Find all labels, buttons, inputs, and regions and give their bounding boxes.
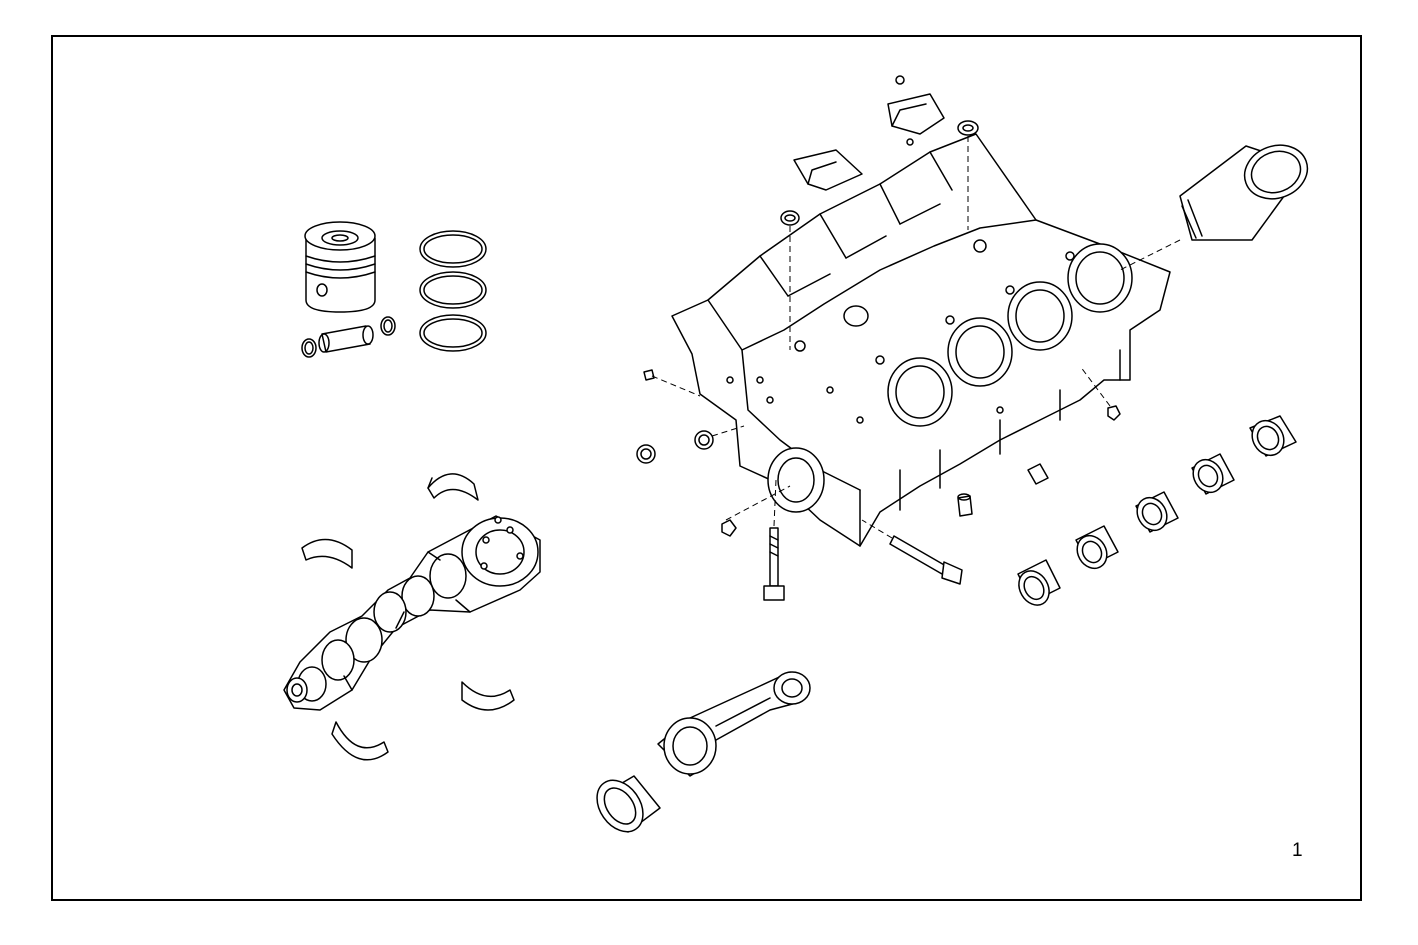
mount-bracket-right xyxy=(887,75,945,146)
crankshaft-group xyxy=(283,473,541,761)
bearing-shell-right xyxy=(461,681,515,711)
cam-bush-4 xyxy=(1191,453,1235,495)
assembly-lines xyxy=(651,136,1181,539)
cam-bush-1 xyxy=(1017,559,1061,606)
bolt-diagonal xyxy=(889,535,963,585)
piston-group xyxy=(301,221,487,358)
piston-pin xyxy=(318,325,374,353)
nut-left xyxy=(721,519,737,537)
figure-number: 1 xyxy=(1292,840,1303,861)
dowel-sleeve xyxy=(957,493,973,517)
cam-bush-3 xyxy=(1135,491,1179,533)
piston xyxy=(304,221,376,313)
bearing-shell-left xyxy=(301,538,353,569)
cylinder-liner xyxy=(1179,144,1309,241)
mount-bracket-left xyxy=(793,149,863,191)
dowel-pin xyxy=(1027,463,1049,485)
bolt-vertical xyxy=(763,527,785,601)
seal-plug-mid xyxy=(780,210,800,226)
nut-right xyxy=(1107,405,1121,421)
cam-bush-2 xyxy=(1075,525,1119,570)
crankshaft xyxy=(283,515,541,711)
seal-plug-top xyxy=(957,120,979,136)
rod-bearing-bush xyxy=(596,775,661,833)
cam-bush-5 xyxy=(1249,415,1297,457)
pin-circlip-left xyxy=(301,338,317,358)
piston-rings xyxy=(419,230,487,352)
pin-circlip-right xyxy=(380,316,396,336)
connecting-rod-group xyxy=(596,671,811,833)
screw-small-left xyxy=(643,369,655,381)
bearing-shell-upper xyxy=(427,473,479,501)
bearing-shell-lower xyxy=(331,721,389,761)
connecting-rod xyxy=(657,671,811,777)
engine-block xyxy=(671,133,1171,547)
plug-left-1 xyxy=(636,444,656,464)
plug-left-2 xyxy=(694,430,714,450)
